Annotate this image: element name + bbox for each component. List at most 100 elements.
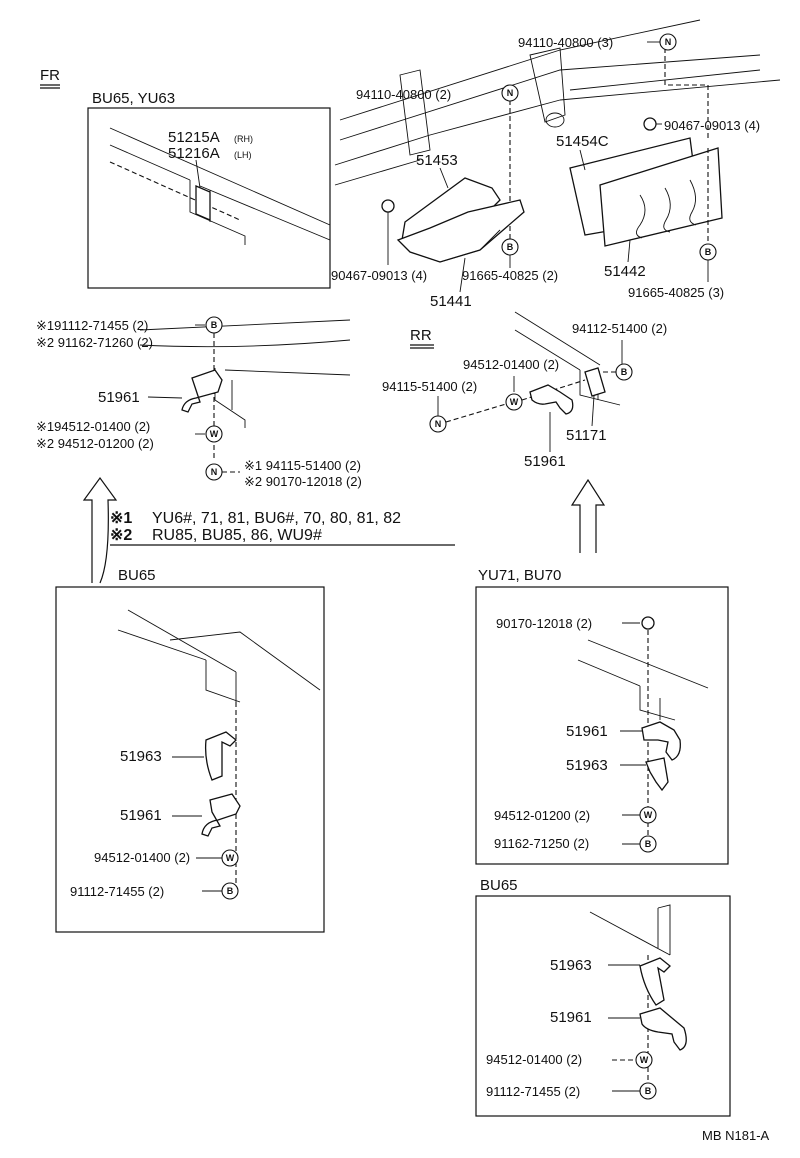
hook-51961-yu — [641, 721, 681, 761]
arrow-up-right — [570, 478, 606, 553]
leader-51215a — [195, 159, 201, 189]
bracket-51963-yu — [645, 757, 669, 792]
label-yu-94512: 94512-01200 (2) — [494, 808, 590, 823]
note-2-mark: ※2 — [110, 527, 132, 544]
svg-text:W: W — [510, 397, 519, 407]
hook-51961-right — [639, 1007, 687, 1051]
label-rr-94512: 94512-01400 (2) — [463, 357, 559, 372]
label-51215a-rh: (RH) — [234, 134, 253, 144]
symbol-n-rr: N — [429, 415, 447, 433]
label-fr-51961: 51961 — [98, 389, 140, 406]
label-90467-right: 90467-09013 (4) — [664, 118, 760, 133]
label-51453: 51453 — [416, 152, 458, 169]
bracket-51171-rr — [584, 367, 606, 397]
svg-text:B: B — [227, 886, 234, 896]
label-94110-2: 94110-40800 (2) — [356, 87, 451, 102]
label-bl-51961: 51961 — [120, 807, 162, 824]
label-91665-3: 91665-40825 (3) — [628, 285, 724, 300]
label-yu-51961: 51961 — [566, 723, 608, 740]
symbol-n-top-right: N — [659, 33, 677, 51]
label-fr-n-2: ※2 90170-12018 (2) — [244, 474, 362, 489]
label-bl-94512: 94512-01400 (2) — [94, 850, 190, 865]
label-fr-b-2: ※2 91162-71260 (2) — [36, 335, 153, 350]
svg-text:W: W — [640, 1055, 649, 1065]
nut-90467-left — [381, 199, 395, 213]
bracket-51215a — [195, 185, 211, 221]
svg-text:W: W — [210, 429, 219, 439]
frame-rail-yu — [577, 639, 709, 721]
label-br-94512: 94512-01400 (2) — [486, 1052, 582, 1067]
note-2-text: RU85, BU85, 86, WU9# — [152, 527, 322, 544]
label-51454c: 51454C — [556, 133, 609, 150]
bracket-51963-right — [639, 957, 671, 1006]
frame-rail-fr — [139, 319, 351, 428]
leader-fr-51961 — [147, 396, 183, 399]
symbol-w-fr: W — [205, 425, 223, 443]
label-yu-90170: 90170-12018 (2) — [496, 616, 592, 631]
symbol-n-fr: N — [205, 463, 223, 481]
svg-text:N: N — [507, 88, 514, 98]
label-fr-b-1: ※191112-71455 (2) — [36, 318, 148, 333]
leader-rr-51171 — [591, 395, 595, 427]
label-fr-w-1: ※194512-01400 (2) — [36, 419, 150, 434]
label-br-51961: 51961 — [550, 1009, 592, 1026]
frame-rail-bu65-left — [117, 609, 321, 703]
box-bu65-yu63 — [87, 107, 331, 289]
hook-51961-fr — [181, 369, 223, 413]
label-rr-94112: 94112-51400 (2) — [572, 321, 667, 336]
note-1-text: YU6#, 71, 81, BU6#, 70, 80, 81, 82 — [152, 510, 401, 527]
label-51441: 51441 — [430, 293, 472, 310]
label-rr-51171: 51171 — [566, 427, 607, 444]
section-bu65-left-label: BU65 — [118, 567, 156, 584]
svg-text:B: B — [211, 320, 218, 330]
symbol-b-yu: B — [639, 835, 657, 853]
leader-51453 — [439, 167, 449, 189]
symbol-b-fr: B — [205, 316, 223, 334]
svg-text:W: W — [644, 810, 653, 820]
box-yu71-bu70 — [475, 586, 729, 865]
label-rr-51961: 51961 — [524, 453, 566, 470]
box-bu65-right — [475, 895, 731, 1117]
frame-rail-bu65-yu63 — [109, 127, 331, 245]
label-fr-n-1: ※1 94115-51400 (2) — [244, 458, 361, 473]
frame-rail-bu65-right — [589, 904, 671, 956]
section-bu65-right-label: BU65 — [480, 877, 518, 894]
symbol-w-yu: W — [639, 806, 657, 824]
bracket-51963-left — [204, 731, 237, 781]
svg-text:B: B — [645, 1086, 652, 1096]
part-51442 — [599, 147, 723, 247]
leader-dash-rr-n — [445, 403, 507, 423]
note-1-mark: ※1 — [110, 510, 132, 527]
section-fr-label: FR — [40, 67, 60, 84]
label-fr-w-2: ※2 94512-01200 (2) — [36, 436, 154, 451]
arrow-up-left — [82, 476, 118, 584]
section-yu71-bu70-label: YU71, BU70 — [478, 567, 561, 584]
label-rr-94115: 94115-51400 (2) — [382, 379, 477, 394]
label-bl-91112: 91112-71455 (2) — [70, 884, 164, 899]
symbol-b-rr: B — [615, 363, 633, 381]
footer-code: MB N181-A — [702, 1128, 770, 1143]
symbol-b-bu65-left: B — [221, 882, 239, 900]
section-bu65-yu63-label: BU65, YU63 — [92, 90, 175, 107]
label-bl-51963: 51963 — [120, 748, 162, 765]
leader-51441 — [459, 257, 466, 293]
svg-text:B: B — [705, 247, 712, 257]
label-51215a: 51215A — [168, 129, 220, 146]
svg-text:N: N — [665, 37, 672, 47]
symbol-b-right: B — [699, 243, 717, 261]
label-91665-2: 91665-40825 (2) — [462, 268, 558, 283]
svg-text:N: N — [435, 419, 442, 429]
symbol-b-mid: B — [501, 238, 519, 256]
symbol-n-top-mid: N — [501, 84, 519, 102]
svg-text:N: N — [211, 467, 218, 477]
nut-90170-yu — [641, 616, 655, 630]
hook-51961-left — [201, 793, 241, 837]
label-br-91112: 91112-71455 (2) — [486, 1084, 580, 1099]
hook-51961-rr — [529, 384, 574, 415]
leader-51442 — [627, 239, 631, 263]
nut-90467-right — [643, 117, 657, 131]
label-94110-3: 94110-40800 (3) — [518, 35, 613, 50]
label-51442: 51442 — [604, 263, 646, 280]
symbol-w-bu65-right: W — [635, 1051, 653, 1069]
